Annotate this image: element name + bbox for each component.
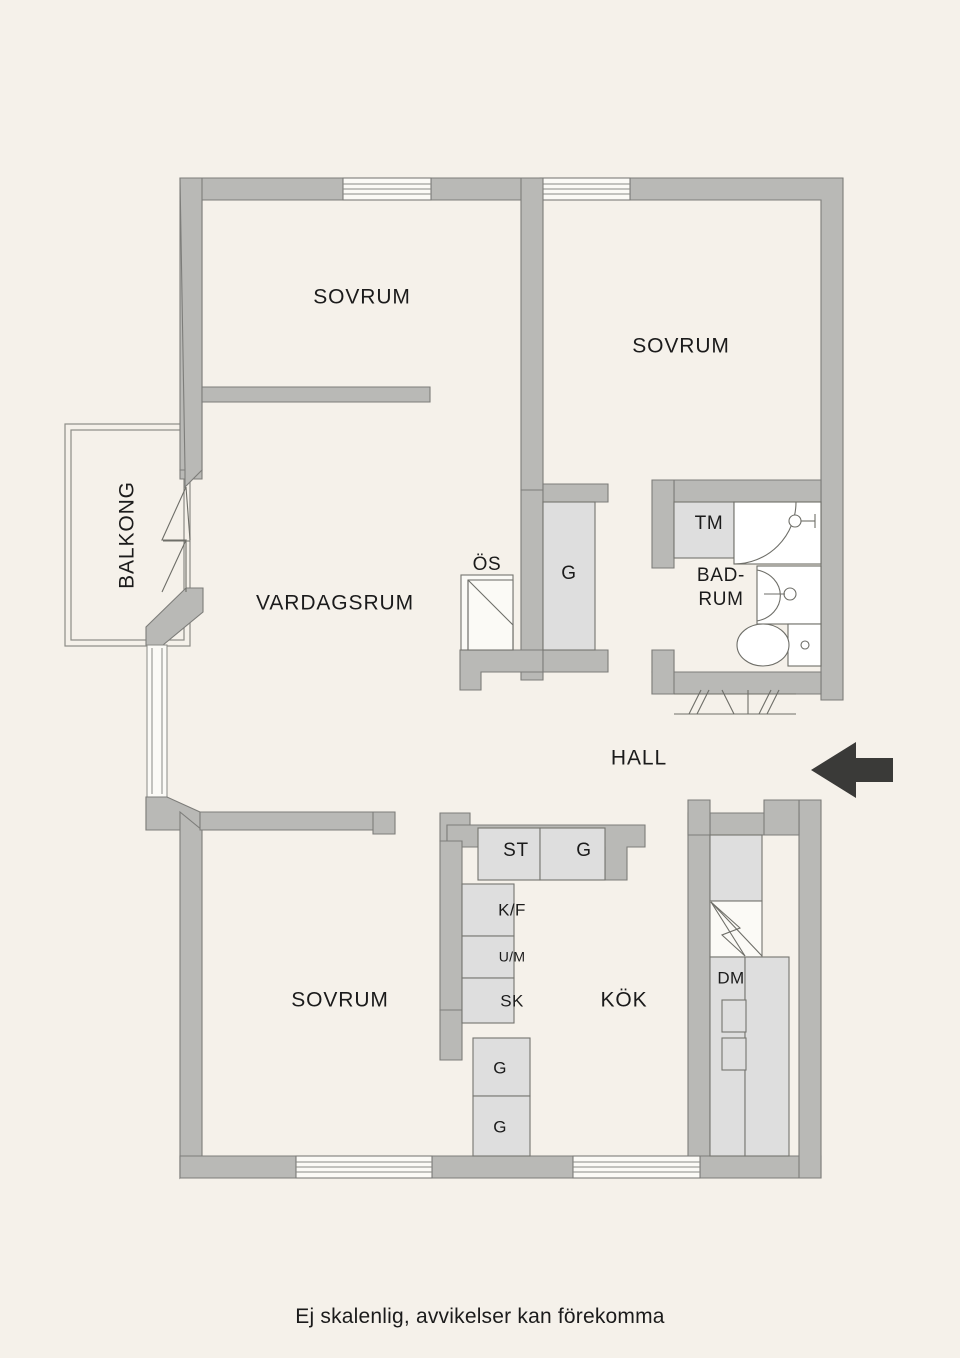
interior-wall-g-right bbox=[542, 483, 609, 503]
room-label-badrum-line2: RUM bbox=[698, 589, 743, 610]
room-label-kok: KÖK bbox=[600, 989, 647, 1012]
interior-wall-badrum-bottom bbox=[651, 649, 822, 695]
storage-label-g-hall: G bbox=[561, 563, 576, 584]
room-label-hall: HALL bbox=[611, 747, 667, 770]
window-top-right bbox=[539, 177, 631, 201]
storage-label-um: U/M bbox=[499, 949, 526, 965]
plan-caption: Ej skalenlig, avvikelser kan förekomma bbox=[295, 1305, 665, 1328]
cabinet-g-kitchen bbox=[539, 827, 606, 881]
window-bottom-right bbox=[572, 1155, 701, 1179]
outer-walls-lower bbox=[179, 799, 822, 1180]
interior-wall-badrum-top bbox=[651, 479, 822, 569]
cabinet-sk bbox=[461, 977, 515, 1024]
sink-basin-1 bbox=[721, 999, 747, 1033]
closet-tm bbox=[673, 501, 735, 559]
cabinet-g-lower-2 bbox=[472, 1095, 531, 1157]
interior-wall-sovrum-tl bbox=[201, 386, 431, 403]
storage-label-st: ST bbox=[503, 840, 529, 861]
balkong-door-swing bbox=[161, 486, 191, 593]
storage-label-sk: SK bbox=[500, 991, 524, 1010]
cabinet-g-lower-1 bbox=[472, 1037, 531, 1097]
closet-g-hall bbox=[542, 501, 596, 651]
window-bottom-left bbox=[295, 1155, 433, 1179]
storage-label-kf: K/F bbox=[498, 900, 526, 919]
cabinet-counter bbox=[744, 956, 790, 1157]
room-label-balkong: BALKONG bbox=[116, 481, 139, 589]
room-label-sovrum-top-right: SOVRUM bbox=[632, 335, 730, 358]
storage-label-g-kitchen: G bbox=[576, 840, 591, 861]
closet-os bbox=[460, 574, 514, 651]
cabinet-st bbox=[477, 827, 541, 881]
window-top-left bbox=[342, 177, 432, 201]
interior-wall-g-bottom bbox=[459, 649, 609, 691]
storage-label-g-lower-1: G bbox=[493, 1058, 507, 1077]
room-label-vardagsrum: VARDAGSRUM bbox=[256, 592, 414, 615]
badrum-fixtures bbox=[733, 501, 822, 667]
storage-label-dm: DM bbox=[717, 968, 744, 987]
entrance-arrow bbox=[811, 742, 893, 798]
kitchen-cabinets-right bbox=[709, 834, 790, 1157]
storage-label-g-lower-2: G bbox=[493, 1117, 507, 1136]
storage-label-os: ÖS bbox=[473, 554, 502, 575]
kitchen-cabinets-left bbox=[461, 827, 606, 1157]
storage-label-tm: TM bbox=[695, 513, 724, 534]
hall-entry-hatch bbox=[674, 689, 796, 715]
room-label-sovrum-bottom: SOVRUM bbox=[291, 989, 389, 1012]
room-label-sovrum-top-left: SOVRUM bbox=[313, 286, 411, 309]
sink-basin-2 bbox=[721, 1037, 747, 1071]
interior-wall-central-vertical bbox=[520, 177, 544, 681]
cabinet-upper-right bbox=[709, 834, 763, 902]
interior-wall-hall-bottom bbox=[199, 811, 396, 835]
room-label-badrum-line1: BAD- bbox=[697, 565, 745, 586]
